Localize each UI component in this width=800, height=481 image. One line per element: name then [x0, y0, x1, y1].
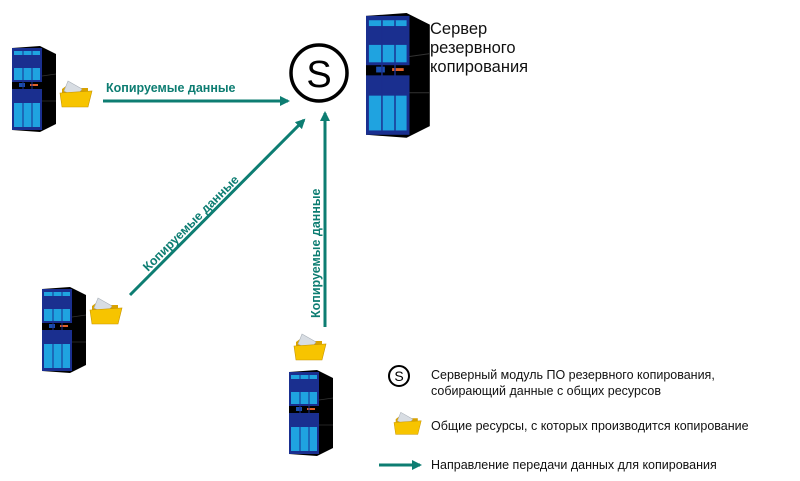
shared-folder-1-icon [59, 80, 93, 108]
legend-module-text: Серверный модуль ПО резервного копирован… [431, 367, 715, 399]
backup-module-symbol: S [289, 43, 349, 103]
server-title: Сервер резервного копирования [430, 20, 528, 77]
legend-shares-text: Общие ресурсы, с которых производится ко… [431, 419, 749, 433]
arrow-diagonal [128, 118, 306, 297]
legend-module-line-2: собирающий данные с общих ресурсов [431, 384, 661, 398]
module-symbol-letter: S [306, 54, 331, 96]
server-title-line-1: Сервер [430, 20, 488, 38]
legend-module-letter: S [394, 368, 403, 384]
workstation-2-icon [41, 286, 87, 374]
workstation-1-icon [11, 45, 57, 133]
legend-direction-text: Направление передачи данных для копирова… [431, 458, 717, 472]
arrow-label-horizontal: Копируемые данные [106, 81, 236, 95]
arrow-label-diagonal: Копируемые данные [140, 173, 242, 275]
legend-folder-icon [393, 412, 422, 435]
legend-module-icon: S [388, 365, 410, 387]
workstation-3-icon [288, 369, 334, 457]
shared-folder-3-icon [293, 333, 327, 361]
backup-server-icon [365, 12, 431, 139]
shared-folder-2-icon [89, 297, 123, 325]
arrow-label-vertical: Копируемые данные [309, 188, 323, 318]
legend-module-line-1: Серверный модуль ПО резервного копирован… [431, 368, 715, 382]
server-title-line-2: резервного [430, 39, 516, 57]
server-title-line-3: копирования [430, 58, 529, 76]
